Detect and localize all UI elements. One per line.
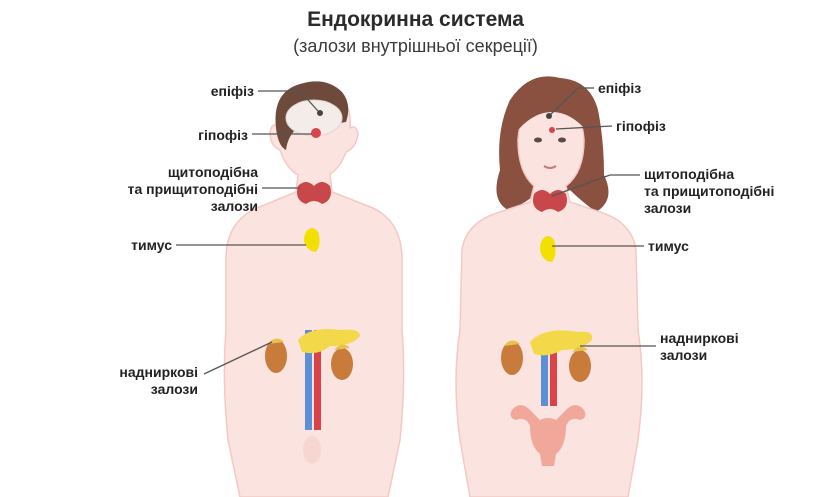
label-female-thyroid-line2: та прищитоподібні xyxy=(644,183,774,199)
label-male-adrenal-line2: залози xyxy=(60,381,198,397)
label-male-pituitary: гіпофіз xyxy=(140,127,248,143)
male-groin xyxy=(303,436,321,464)
female-eye-right xyxy=(558,138,566,143)
label-male-adrenal-line1: надниркові xyxy=(60,364,198,380)
label-female-pituitary: гіпофіз xyxy=(616,118,666,134)
label-male-thymus: тимус xyxy=(80,237,172,253)
female-kidney-right xyxy=(569,350,591,382)
label-female-adrenal-line2: залози xyxy=(660,347,707,363)
label-male-thyroid-line1: щитоподібна xyxy=(40,164,258,180)
male-pituitary-dot xyxy=(311,128,321,138)
female-figure xyxy=(456,76,642,497)
label-male-thyroid-line3: залози xyxy=(40,198,258,214)
label-female-pineal: епіфіз xyxy=(598,80,641,96)
label-male-pineal: епіфіз xyxy=(150,83,254,99)
label-female-thymus: тимус xyxy=(648,238,689,254)
male-kidney-right xyxy=(331,348,353,380)
label-female-adrenal-line1: надниркові xyxy=(660,330,739,346)
label-male-thyroid-line2: та прищитоподібні xyxy=(40,181,258,197)
label-female-thyroid-line1: щитоподібна xyxy=(644,166,734,182)
male-body xyxy=(224,84,403,497)
female-kidney-left xyxy=(501,341,523,375)
male-figure xyxy=(224,81,403,497)
female-pituitary-dot xyxy=(549,127,555,133)
female-eye-left xyxy=(534,138,542,143)
label-female-thyroid-line3: залози xyxy=(644,200,691,216)
